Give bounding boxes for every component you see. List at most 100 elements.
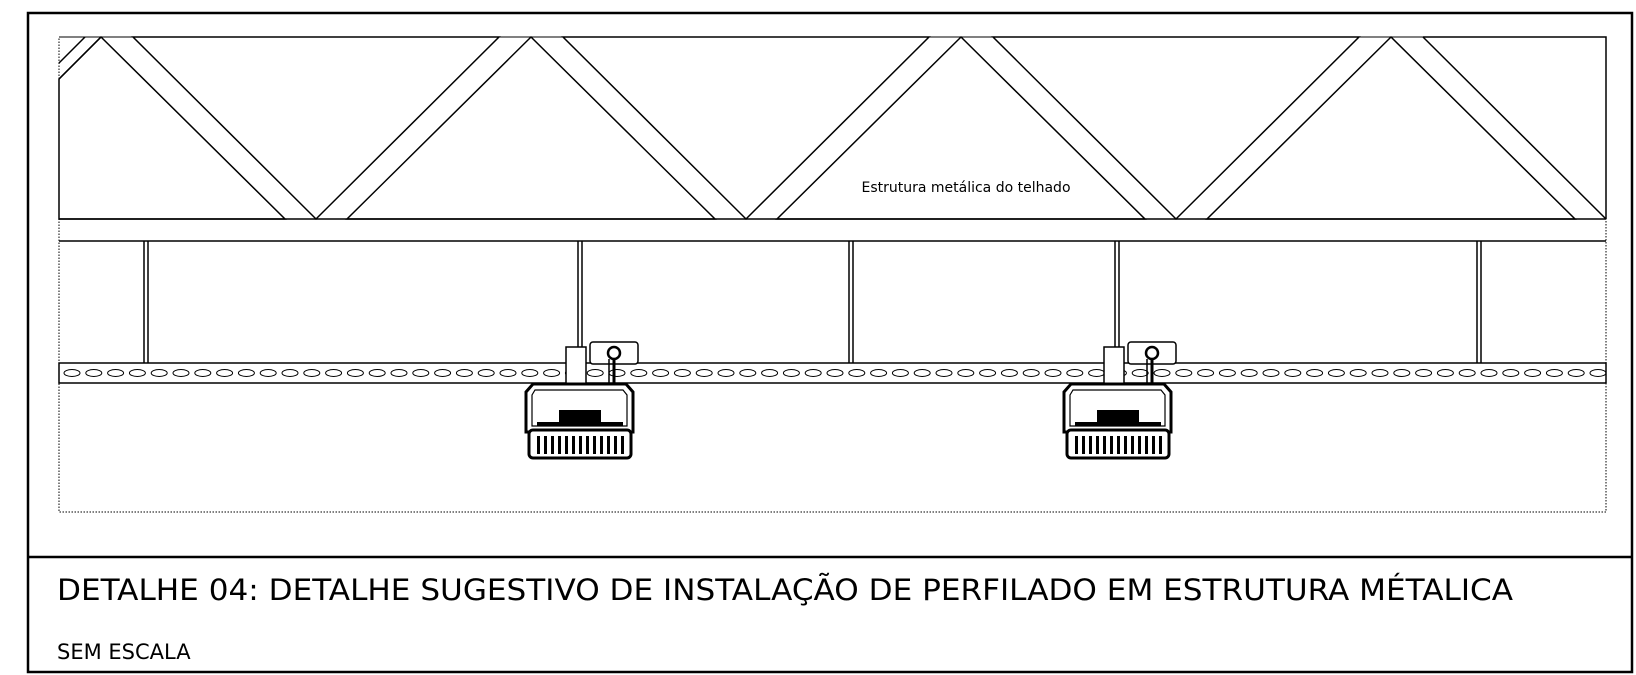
profile-hole bbox=[695, 369, 713, 377]
detail-viewport bbox=[58, 36, 1607, 513]
sheet-border bbox=[26, 11, 1634, 674]
profile-hole bbox=[216, 369, 234, 377]
heat-sink-fin bbox=[572, 436, 575, 454]
heat-sink-fin bbox=[586, 436, 589, 454]
profile-hole bbox=[281, 369, 299, 377]
perforated-profile bbox=[58, 362, 1607, 384]
profile-hole bbox=[477, 369, 495, 377]
profile-hole bbox=[1327, 369, 1345, 377]
heat-sink-fin bbox=[1131, 436, 1134, 454]
heat-sink-fin bbox=[558, 436, 561, 454]
heat-sink-fin bbox=[1117, 436, 1120, 454]
profile-body bbox=[58, 362, 1607, 384]
cable-gland-icon bbox=[1144, 345, 1160, 361]
profile-hole bbox=[1044, 369, 1062, 377]
truss-opening-inv-4 bbox=[1423, 36, 1607, 219]
truss-diag-start bbox=[58, 36, 102, 80]
profile-hole bbox=[913, 369, 931, 377]
profile-hole bbox=[717, 369, 735, 377]
driver-block bbox=[559, 410, 601, 422]
profile-hole bbox=[1240, 369, 1258, 377]
heat-sink-fin bbox=[1124, 436, 1127, 454]
heat-sink-fin bbox=[579, 436, 582, 454]
profile-hole bbox=[1415, 369, 1433, 377]
truss-opening-inv-2 bbox=[561, 36, 931, 221]
profile-hole bbox=[957, 369, 975, 377]
driver-base bbox=[1075, 422, 1161, 426]
profile-hole bbox=[782, 369, 800, 377]
profile-hole bbox=[434, 369, 452, 377]
luminaire-body bbox=[1062, 382, 1173, 434]
profile-hole bbox=[259, 369, 277, 377]
heat-sink-fin bbox=[614, 436, 617, 454]
heat-sink-fin bbox=[1159, 436, 1162, 454]
profile-hole bbox=[1066, 369, 1084, 377]
profile-hole bbox=[1262, 369, 1280, 377]
profile-hole bbox=[1349, 369, 1367, 377]
profile-hole bbox=[586, 369, 604, 377]
profile-hole bbox=[1567, 369, 1585, 377]
profile-hole bbox=[455, 369, 473, 377]
profile-hole bbox=[1480, 369, 1498, 377]
detail-title: DETALHE 04: DETALHE SUGESTIVO DE INSTALA… bbox=[57, 573, 1513, 607]
profile-hole bbox=[673, 369, 691, 377]
driver-base bbox=[537, 422, 623, 426]
profile-hole bbox=[303, 369, 321, 377]
profile-hole bbox=[652, 369, 670, 377]
truss-opening-1 bbox=[58, 35, 287, 220]
profile-hole bbox=[1502, 369, 1520, 377]
profile-hole bbox=[848, 369, 866, 377]
heat-sink-fin bbox=[1082, 436, 1085, 454]
heat-sink-fin bbox=[1103, 436, 1106, 454]
luminaire-right bbox=[1062, 341, 1177, 460]
heat-sink-fin bbox=[551, 436, 554, 454]
heat-sink-fin bbox=[1110, 436, 1113, 454]
profile-hole bbox=[630, 369, 648, 377]
cable-gland-icon bbox=[606, 345, 622, 361]
profile-hole bbox=[979, 369, 997, 377]
profile-hole bbox=[1153, 369, 1171, 377]
profile-hole bbox=[390, 369, 408, 377]
truss-diag-end bbox=[1422, 36, 1607, 220]
scale-note: SEM ESCALA bbox=[57, 640, 191, 664]
heat-sink-fin bbox=[1152, 436, 1155, 454]
profile-hole bbox=[150, 369, 168, 377]
luminaire-body bbox=[524, 382, 635, 434]
profile-hole bbox=[412, 369, 430, 377]
profile-hole bbox=[1197, 369, 1215, 377]
profile-hole bbox=[107, 369, 125, 377]
profile-hole bbox=[63, 369, 81, 377]
profile-hole bbox=[1371, 369, 1389, 377]
heat-sink-fin bbox=[607, 436, 610, 454]
profile-hole bbox=[1284, 369, 1302, 377]
profile-hole bbox=[739, 369, 757, 377]
profile-hole bbox=[237, 369, 255, 377]
heat-sink-fin bbox=[1096, 436, 1099, 454]
profile-hole bbox=[1175, 369, 1193, 377]
truss-diag-start-2 bbox=[58, 36, 86, 64]
truss-opening-2 bbox=[345, 35, 717, 220]
profile-hole bbox=[172, 369, 190, 377]
driver-block bbox=[1097, 410, 1139, 422]
profile-hole bbox=[1022, 369, 1040, 377]
profile-hole bbox=[826, 369, 844, 377]
profile-hole bbox=[1131, 369, 1149, 377]
heat-sink-fin bbox=[1075, 436, 1078, 454]
luminaire-left bbox=[524, 341, 639, 460]
profile-hole bbox=[1589, 369, 1607, 377]
truss-opening-inv-3 bbox=[991, 36, 1361, 221]
truss-opening-4 bbox=[1205, 35, 1577, 220]
heat-sink-fin bbox=[565, 436, 568, 454]
profile-hole bbox=[1458, 369, 1476, 377]
profile-hole bbox=[870, 369, 888, 377]
profile-hole bbox=[1436, 369, 1454, 377]
profile-hole bbox=[1524, 369, 1542, 377]
hanger-rods bbox=[143, 241, 1482, 363]
truss-opening-3 bbox=[775, 35, 1147, 220]
heat-sink-fin bbox=[600, 436, 603, 454]
profile-hole bbox=[346, 369, 364, 377]
heat-sink-fin bbox=[1089, 436, 1092, 454]
heat-sink-fin bbox=[537, 436, 540, 454]
profile-hole bbox=[85, 369, 103, 377]
